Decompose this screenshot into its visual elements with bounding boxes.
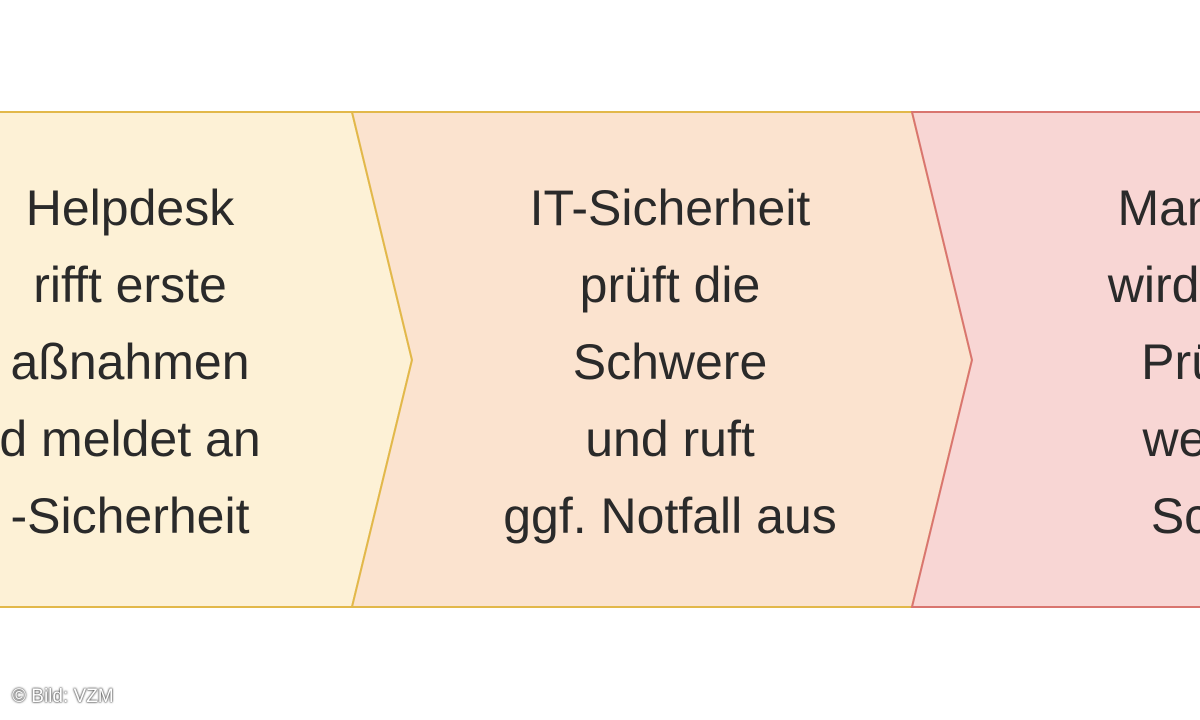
step-3-line: Mana <box>1117 180 1200 236</box>
step-3-line: wird in <box>1107 257 1200 313</box>
step-2-line: und ruft <box>585 411 755 467</box>
step-1-line: aßnahmen <box>10 334 250 390</box>
step-1-line: rifft erste <box>33 257 227 313</box>
step-2-line: prüft die <box>579 257 761 313</box>
step-1-line: d meldet an <box>0 411 261 467</box>
image-credit: © Bild: VZM <box>12 686 114 707</box>
step-1-line: Helpdesk <box>25 180 235 236</box>
step-3-chevron <box>910 111 1200 608</box>
step-3-line: Sc <box>1150 488 1200 544</box>
step-3-text: Mana wird in Prü wel Sc <box>980 170 1200 555</box>
step-2-line: ggf. Notfall aus <box>503 488 837 544</box>
step-2-line: IT-Sicherheit <box>529 180 811 236</box>
step-3-line: Prü <box>1141 334 1200 390</box>
step-2-line: Schwere <box>572 334 768 390</box>
step-1-text: Helpdesk rifft erste aßnahmen d meldet a… <box>0 170 370 555</box>
step-1-line: -Sicherheit <box>10 488 250 544</box>
step-3-line: wel <box>1142 411 1200 467</box>
step-2-text: IT-Sicherheit prüft die Schwere und ruft… <box>420 170 920 555</box>
